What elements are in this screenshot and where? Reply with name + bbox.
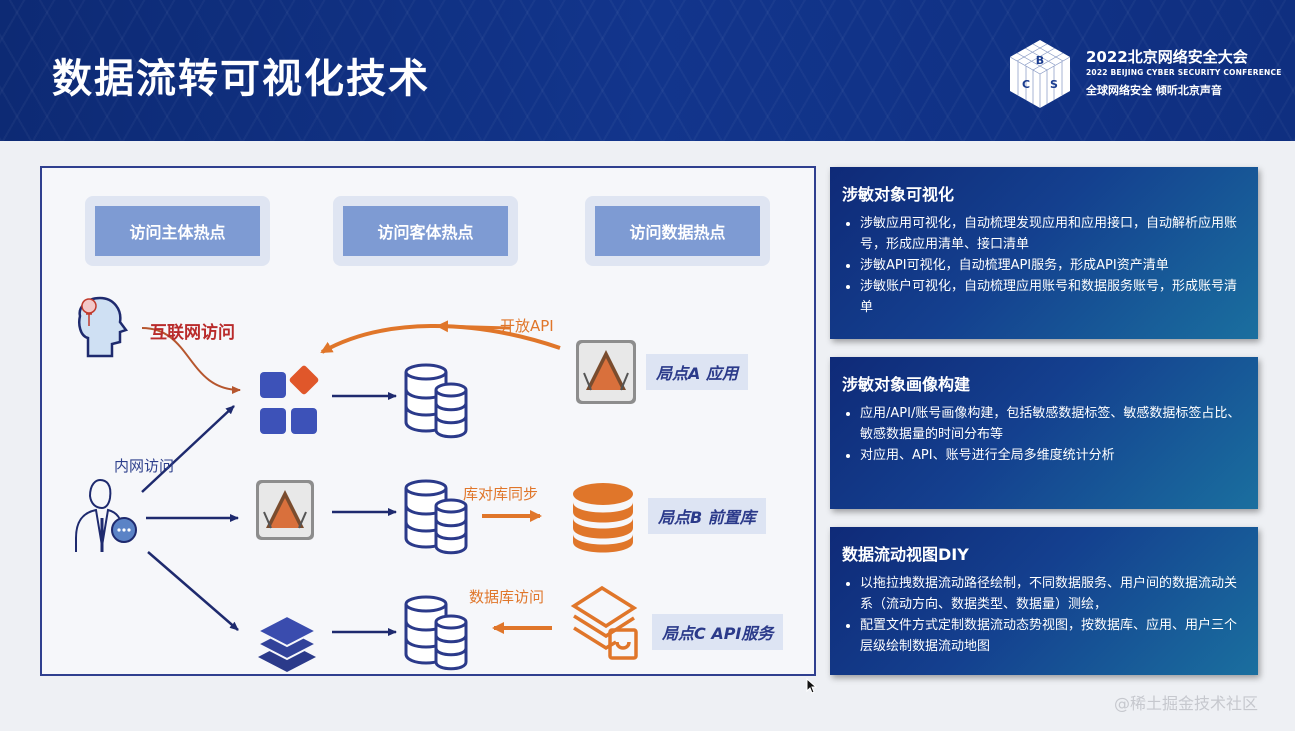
logo-letter-c: C (1022, 78, 1030, 91)
info-item: 以拖拉拽数据流动路径绘制，不同数据服务、用户间的数据流动关系（流动方向、数据类型… (860, 573, 1246, 615)
hotspot-subject: 访问主体热点 (85, 196, 270, 266)
intranet-to-layers-arrow (147, 551, 239, 631)
conference-name: 2022北京网络安全大会 (1086, 48, 1248, 66)
api-service-icon (570, 585, 638, 660)
diagram-graphics (75, 296, 638, 672)
db-access-label: 数据库访问 (469, 588, 545, 606)
info-title: 涉敏对象画像构建 (842, 375, 971, 394)
page-title: 数据流转可视化技术 (52, 56, 430, 102)
info-item: 涉敏API可视化，自动梳理API服务，形成API资产清单 (860, 255, 1246, 276)
layers-stack-icon (255, 614, 319, 672)
gateway-icon-b (256, 480, 314, 540)
database-c-icon (404, 595, 468, 671)
open-api-arrow-inner (436, 320, 511, 333)
info-item: 配置文件方式定制数据流动态势视图，按数据库、应用、用户三个层级绘制数据流动地图 (860, 615, 1246, 657)
internet-access-arrow (141, 327, 241, 394)
open-api-arrow (320, 324, 561, 354)
mouse-cursor-icon (806, 678, 818, 694)
db-sync-label: 库对库同步 (463, 485, 539, 503)
bcs-logo-icon: B C S (1009, 40, 1071, 108)
info-title: 涉敏对象可视化 (842, 185, 955, 204)
data-flow-diagram: 访问主体热点 访问客体热点 访问数据热点 (40, 166, 816, 676)
info-box-data-flow-view-diy: 数据流动视图DIY 以拖拉拽数据流动路径绘制，不同数据服务、用户间的数据流动关系… (830, 527, 1258, 675)
hotspot-object-label: 访问客体热点 (343, 206, 508, 256)
site-c-api-service-tag: 局点C API服务 (652, 614, 784, 650)
site-b-front-db-tag: 局点B 前置库 (648, 498, 766, 534)
logo-letter-b: B (1036, 54, 1044, 67)
info-item: 涉敏账户可视化，自动梳理应用账号和数据服务账号，形成账号清单 (860, 276, 1246, 318)
logo-letter-s: S (1050, 78, 1058, 91)
watermark: @稀土掘金技术社区 (1114, 694, 1259, 713)
info-title: 数据流动视图DIY (842, 545, 969, 564)
database-b-icon (404, 479, 468, 555)
hotspot-data-label: 访问数据热点 (595, 206, 760, 256)
header-banner: 数据流转可视化技术 B C S 2022北京网络安全大会 2022 BEIJIN… (0, 0, 1295, 141)
intranet-access-label: 内网访问 (114, 457, 175, 475)
info-item: 应用/API/账号画像构建，包括敏感数据标签、敏感数据标签占比、敏感数据量的时间… (860, 403, 1246, 445)
database-a-icon (404, 363, 468, 439)
site-a-app-tag: 局点A 应用 (646, 354, 748, 390)
info-box-sensitive-object-visualization: 涉敏对象可视化 涉敏应用可视化，自动梳理发现应用和应用接口，自动解析应用账号，形… (830, 167, 1258, 339)
header-texture (0, 0, 1295, 141)
internet-user-icon (78, 296, 129, 358)
intranet-to-app-arrow (141, 405, 235, 493)
internet-access-label: 互联网访问 (150, 323, 235, 343)
hotspot-object: 访问客体热点 (333, 196, 518, 266)
gateway-icon-a (576, 340, 636, 404)
hotspot-data: 访问数据热点 (585, 196, 770, 266)
application-cluster-icon (260, 365, 319, 434)
intranet-user-icon (75, 478, 137, 552)
hotspot-subject-label: 访问主体热点 (95, 206, 260, 256)
conference-slogan: 全球网络安全 倾听北京声音 (1086, 84, 1222, 97)
conference-english-name: 2022 BEIJING CYBER SECURITY CONFERENCE (1086, 68, 1282, 77)
info-item: 涉敏应用可视化，自动梳理发现应用和应用接口，自动解析应用账号，形成应用清单、接口… (860, 213, 1246, 255)
front-database-icon (573, 483, 633, 553)
open-api-label: 开放API (500, 317, 554, 335)
info-box-sensitive-object-profile: 涉敏对象画像构建 应用/API/账号画像构建，包括敏感数据标签、敏感数据标签占比… (830, 357, 1258, 509)
info-item: 对应用、API、账号进行全局多维度统计分析 (860, 445, 1246, 466)
